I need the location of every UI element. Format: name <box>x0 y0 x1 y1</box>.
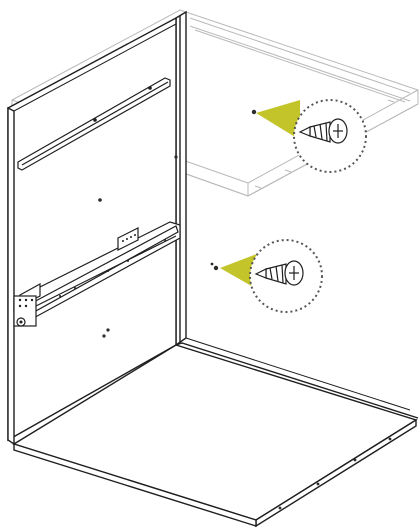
screw-hole-marker-upper <box>251 109 257 115</box>
slide-rollers <box>59 239 166 297</box>
screw-hole-marker-lower <box>210 262 219 271</box>
screw-icon <box>254 260 304 286</box>
upper-drawer-rail <box>17 77 171 171</box>
cabinet-left-side-panel <box>7 16 178 446</box>
screw-icon <box>298 118 348 144</box>
slide-end-holes <box>18 298 34 308</box>
bottom-panel-holes <box>278 437 392 510</box>
screw-zoom-lower <box>210 239 323 313</box>
side-panel-holes <box>98 155 178 338</box>
lower-drawer-slide <box>13 221 181 327</box>
screw-zoom-upper <box>251 99 367 173</box>
cabinet-bottom-panel <box>12 337 419 528</box>
slide-bracket-holes <box>122 234 136 242</box>
